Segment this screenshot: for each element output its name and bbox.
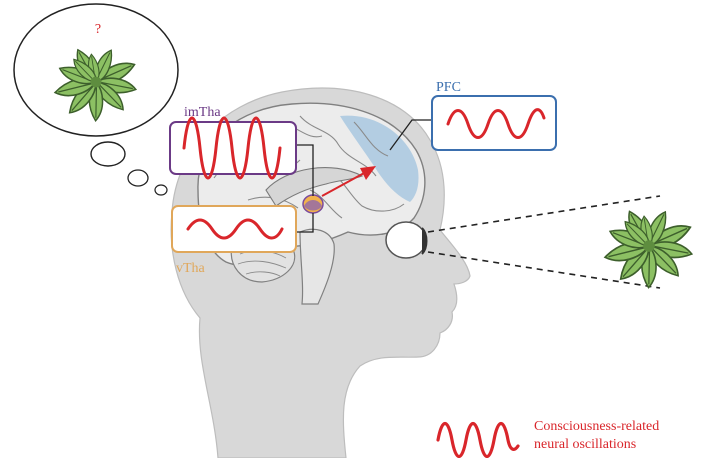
imtha-label: imTha: [184, 105, 221, 120]
imtha-connector: [296, 144, 314, 196]
imtha-wave: [182, 116, 282, 180]
eye-lens: [421, 227, 428, 255]
question-mark: ?: [95, 22, 101, 37]
pfc-label: PFC: [436, 80, 461, 95]
vtha-wave: [186, 218, 284, 240]
arrowhead: [360, 166, 376, 180]
vtha-label: vTha: [176, 261, 206, 276]
legend-wave-icon: [436, 421, 520, 458]
thought-dot-2: [127, 169, 149, 187]
thalamus-to-pfc-arrow: [321, 171, 367, 197]
thought-dot-1: [90, 141, 126, 167]
brainstem: [299, 228, 335, 305]
vtha-connector: [296, 213, 314, 233]
eye: [385, 221, 427, 259]
pfc-connector: [389, 119, 432, 151]
legend-line-1: Consciousness-related: [534, 419, 659, 434]
pfc-wave: [446, 108, 546, 139]
sight-line-upper: [427, 195, 661, 233]
seen-plant-icon: [603, 208, 693, 288]
vtha-box: [171, 205, 297, 253]
thought-dot-3: [154, 184, 168, 196]
legend-line-2: neural oscillations: [534, 437, 636, 452]
pfc-box: [431, 95, 557, 151]
corpus-callosum: [265, 167, 364, 207]
